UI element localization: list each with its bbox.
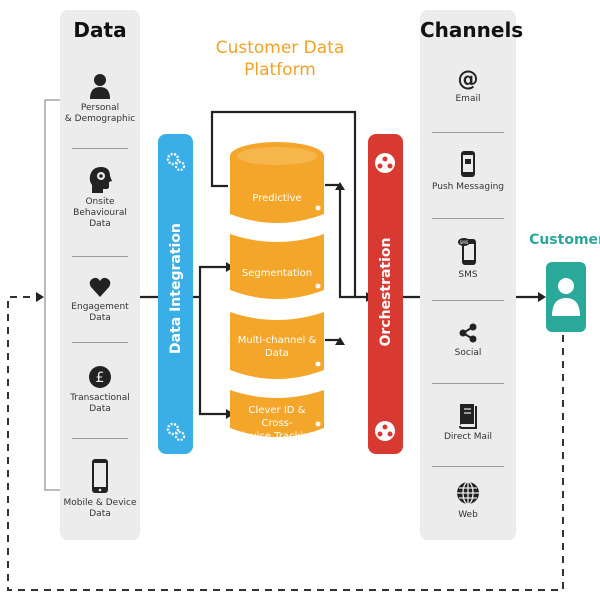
divider (432, 466, 504, 467)
divider (72, 256, 128, 257)
book-icon (459, 404, 477, 429)
orchestration-bar: Orchestration (368, 134, 403, 454)
gears-icon (166, 422, 186, 442)
data-item-label: Transactional Data (70, 393, 130, 414)
cdp-layer-predictive: Predictive (252, 193, 302, 204)
cdp-layer-multichannel: Multi-channel & Data (237, 335, 317, 359)
data-panel: Data Personal & Demographic Onsite Behav… (60, 10, 140, 540)
customer-badge (546, 262, 586, 332)
cdp-layer-segmentation: Segmentation (241, 268, 313, 279)
data-item-transactional: £ Transactional Data (60, 365, 140, 415)
channel-item-label: Direct Mail (443, 432, 493, 442)
at-sign-icon: @ (458, 67, 479, 91)
svg-text:SMS: SMS (460, 240, 469, 245)
divider (432, 218, 504, 219)
cdp-layer-clever-id: Clever ID & Cross- device Tracking (238, 405, 316, 442)
channel-item-label: Push Messaging (431, 182, 505, 192)
divider (432, 383, 504, 384)
divider (72, 148, 128, 149)
customer-person-icon (546, 262, 586, 332)
heart-icon (89, 277, 111, 297)
channel-item-sms: SMS SMS (420, 236, 516, 281)
data-item-personal: Personal & Demographic (60, 73, 140, 125)
network-icon (375, 153, 395, 173)
smartphone-notification-icon (461, 151, 475, 177)
data-panel-title: Data (73, 18, 127, 42)
sms-phone-icon: SMS (458, 238, 476, 265)
channel-item-label: SMS (458, 270, 478, 280)
channel-item-label: Social (454, 348, 482, 358)
data-item-label: Onsite Behavioural Data (73, 197, 127, 229)
divider (432, 132, 504, 133)
data-integration-bar: Data Integration (158, 134, 193, 454)
svg-text:£: £ (96, 370, 105, 386)
customer-title: Customer (529, 232, 600, 248)
channel-item-direct-mail: Direct Mail (420, 402, 516, 443)
divider (72, 438, 128, 439)
data-item-engagement: Engagement Data (60, 276, 140, 324)
data-item-label: Engagement Data (71, 302, 129, 323)
data-item-onsite-behavioural: Onsite Behavioural Data (60, 165, 140, 230)
data-item-label: Personal & Demographic (64, 103, 136, 124)
network-icon (375, 421, 395, 441)
channel-item-web: Web (420, 480, 516, 521)
pound-coin-icon: £ (89, 366, 111, 388)
gears-icon (166, 152, 186, 172)
channel-item-label: Email (455, 94, 481, 104)
channel-item-social: Social (420, 322, 516, 359)
head-gear-icon (89, 167, 112, 193)
channels-panel: Channels @ Email Push Messaging SMS SMS (420, 10, 524, 540)
mobile-phone-icon (92, 459, 108, 493)
cdp-cylinder-stack (230, 142, 324, 437)
data-integration-label: Data Integration (168, 223, 184, 354)
share-icon (459, 323, 477, 343)
cdp-title: Customer Data Platform (215, 38, 345, 80)
divider (72, 342, 128, 343)
svg-text:@: @ (458, 67, 479, 91)
data-item-mobile-device: Mobile & Device Data (60, 458, 140, 520)
divider (432, 300, 504, 301)
channel-item-label: Web (458, 510, 478, 520)
globe-icon (457, 481, 479, 505)
orchestration-label: Orchestration (378, 237, 394, 347)
channel-item-push-messaging: Push Messaging (420, 150, 516, 193)
person-icon (90, 74, 110, 99)
channels-panel-title: Channels (420, 18, 524, 42)
channel-item-email: @ Email (420, 67, 516, 105)
data-item-label: Mobile & Device Data (63, 498, 137, 519)
